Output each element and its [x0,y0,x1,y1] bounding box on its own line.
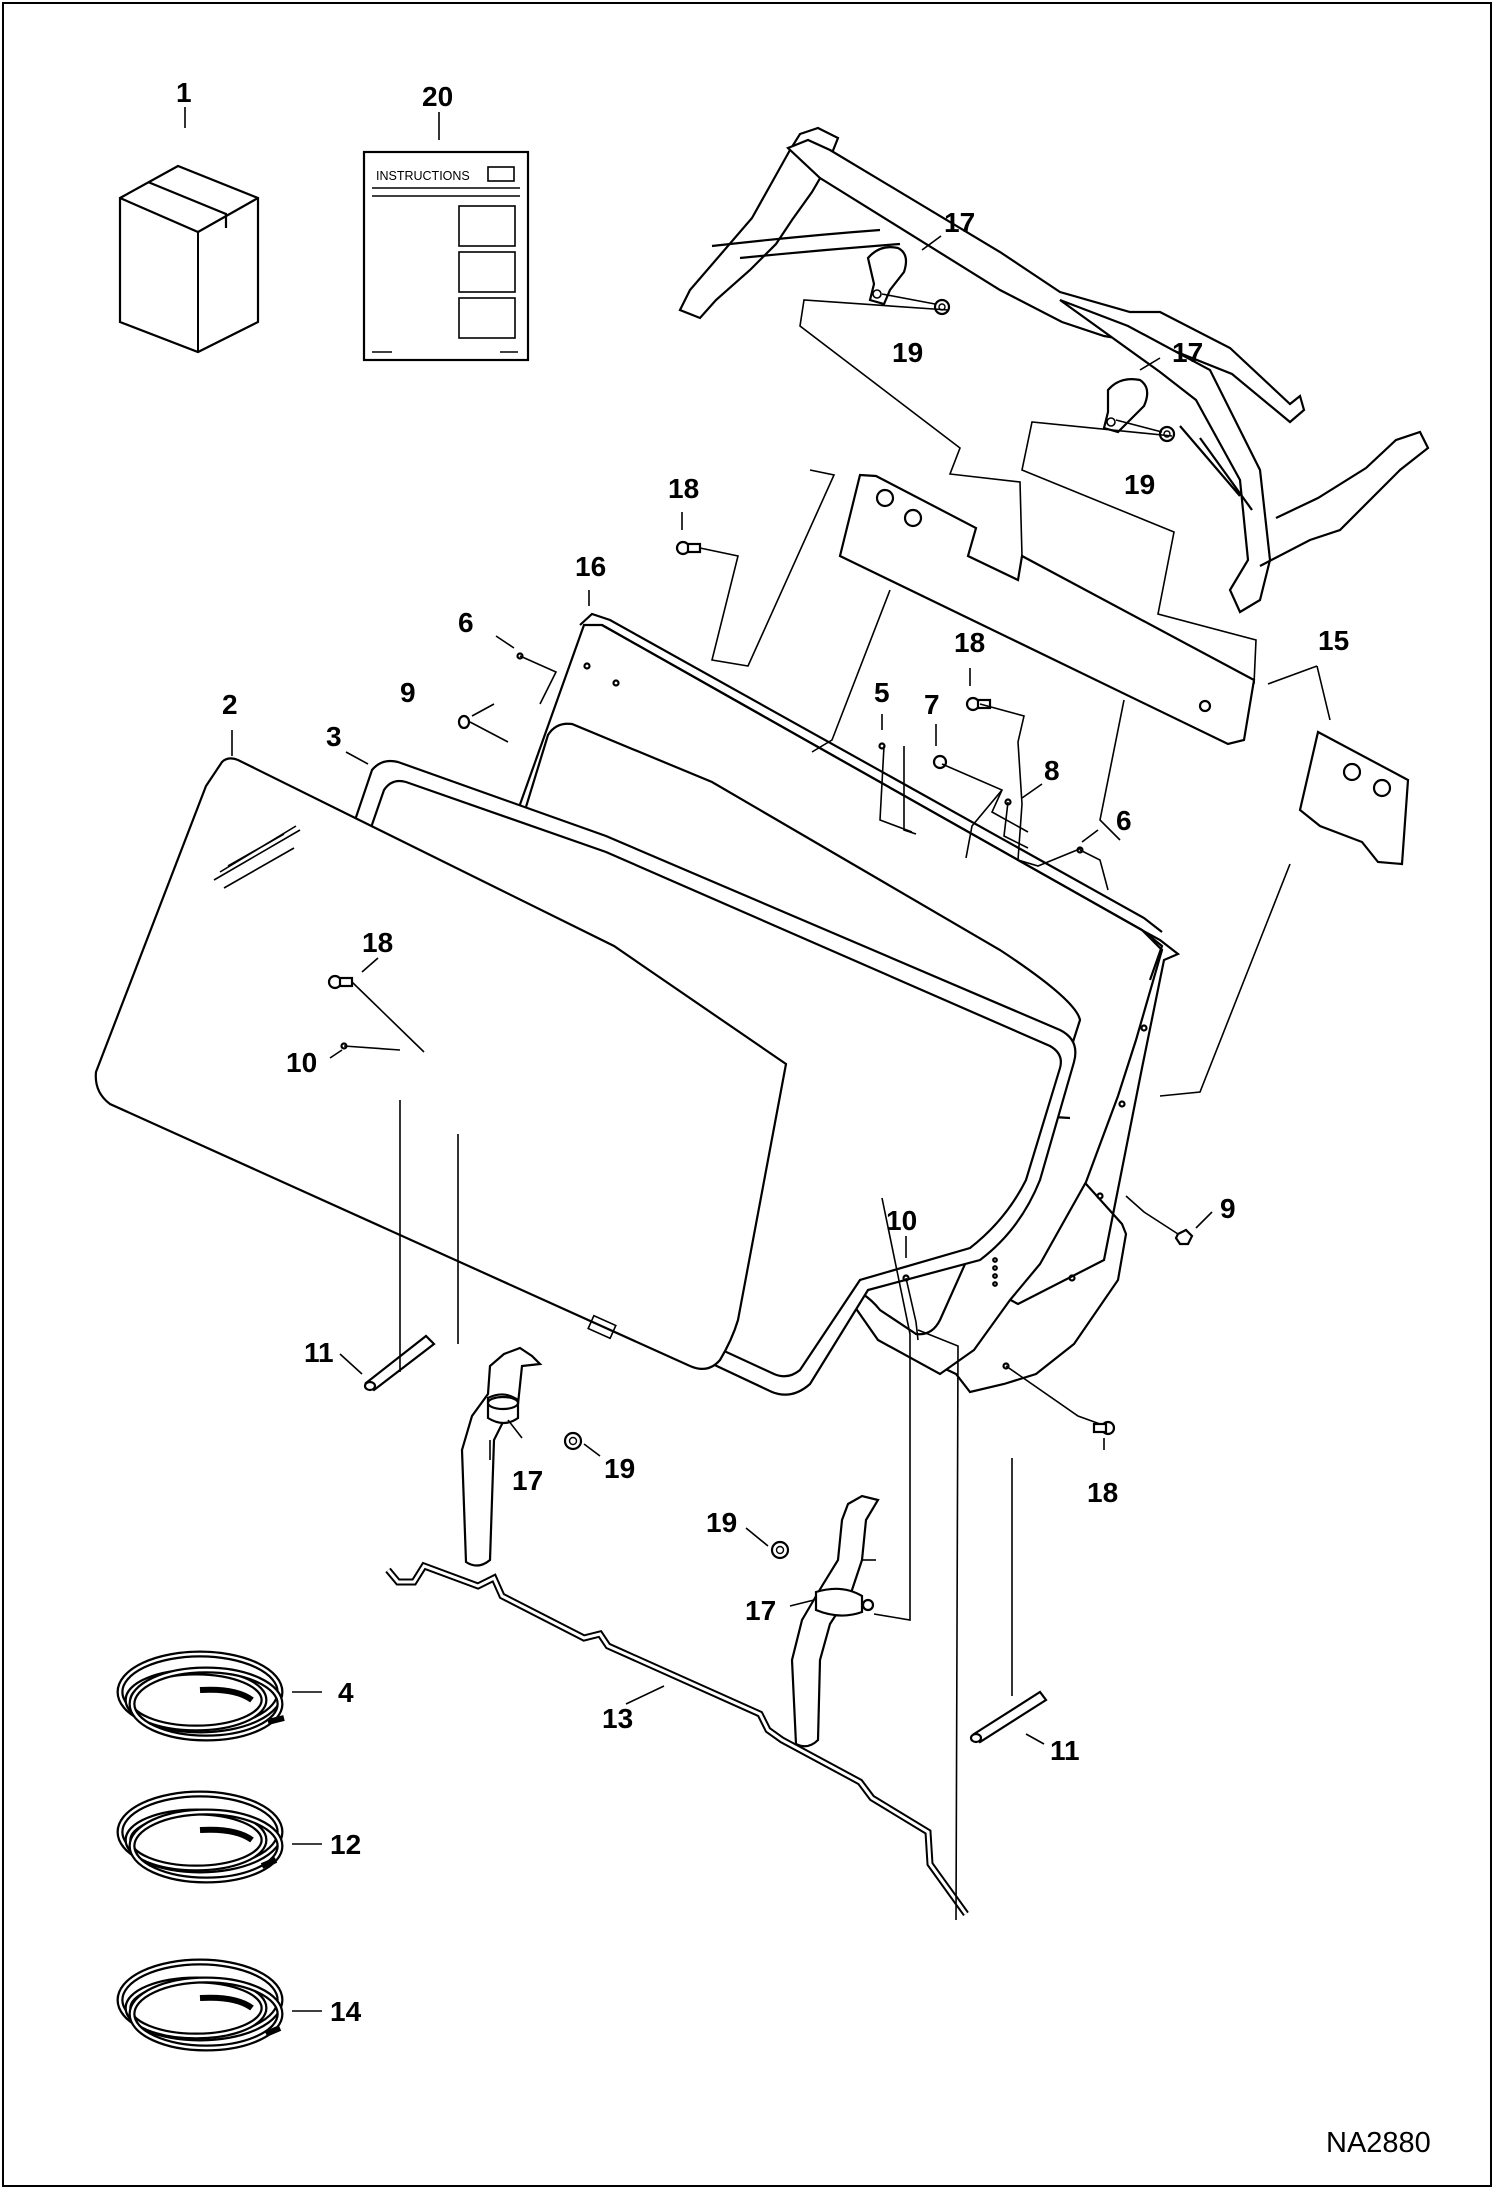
weatherstrip-coil-14 [116,1958,284,2052]
screw-18-lower [1092,1420,1116,1436]
instructions-sheet-title: INSTRUCTIONS [376,169,470,183]
window-glass [94,757,788,1371]
callout-20: 20 [422,81,453,112]
figure-id: NA2880 [1326,2127,1431,2159]
callout-17: 17 [745,1595,776,1626]
callout-labels: 1 20 17 19 17 19 18 16 15 6 18 9 5 7 8 6… [176,77,1349,2027]
callout-12: 12 [330,1829,361,1860]
callout-10: 10 [886,1205,917,1236]
callout-2: 2 [222,689,238,720]
nut-7 [932,754,948,770]
upper-clamp-right [1102,378,1176,443]
callout-17: 17 [512,1465,543,1496]
nut-9-right [1174,1228,1194,1246]
mounting-bracket [838,473,1410,866]
callout-5: 5 [874,677,890,708]
callout-9: 9 [1220,1193,1236,1224]
lower-tube-left [460,1346,583,1567]
callout-19: 19 [1124,469,1155,500]
callout-19: 19 [604,1453,635,1484]
callout-4: 4 [338,1677,354,1708]
callout-1: 1 [176,77,192,108]
weatherstrip-coil-12 [116,1790,284,1884]
callout-16: 16 [575,551,606,582]
screw-18-left [327,974,354,990]
instructions-sheet: INSTRUCTIONS [362,150,530,362]
callout-3: 3 [326,721,342,752]
washer-9-left [457,714,471,730]
callout-18: 18 [362,927,393,958]
lower-tube-right [770,1494,880,1748]
cab-frame-tube [678,126,1430,614]
trim-rod [385,1561,969,1917]
callout-13: 13 [602,1703,633,1734]
callout-18: 18 [1087,1477,1118,1508]
screw-18-top [675,540,702,556]
callout-11: 11 [1050,1735,1080,1766]
spacer-right [969,1690,1048,1744]
callout-7: 7 [924,689,940,720]
box-part [118,164,260,354]
weatherstrip-coil-4 [116,1650,285,1742]
callout-10: 10 [286,1047,317,1078]
leader-lines [184,107,1331,2012]
callout-9: 9 [400,677,416,708]
screw-18-mid [965,696,992,712]
callout-15: 15 [1318,625,1349,656]
callout-14: 14 [330,1996,362,2027]
callout-19: 19 [892,337,923,368]
callout-8: 8 [1044,755,1060,786]
hardware [327,540,1194,1436]
callout-17: 17 [944,207,975,238]
upper-clamp-left [866,246,951,316]
callout-17: 17 [1172,337,1203,368]
callout-6: 6 [1116,805,1132,836]
callout-18: 18 [668,473,699,504]
callout-18: 18 [954,627,985,658]
callout-11: 11 [304,1337,334,1368]
callout-19: 19 [706,1507,737,1538]
callout-6: 6 [458,607,474,638]
